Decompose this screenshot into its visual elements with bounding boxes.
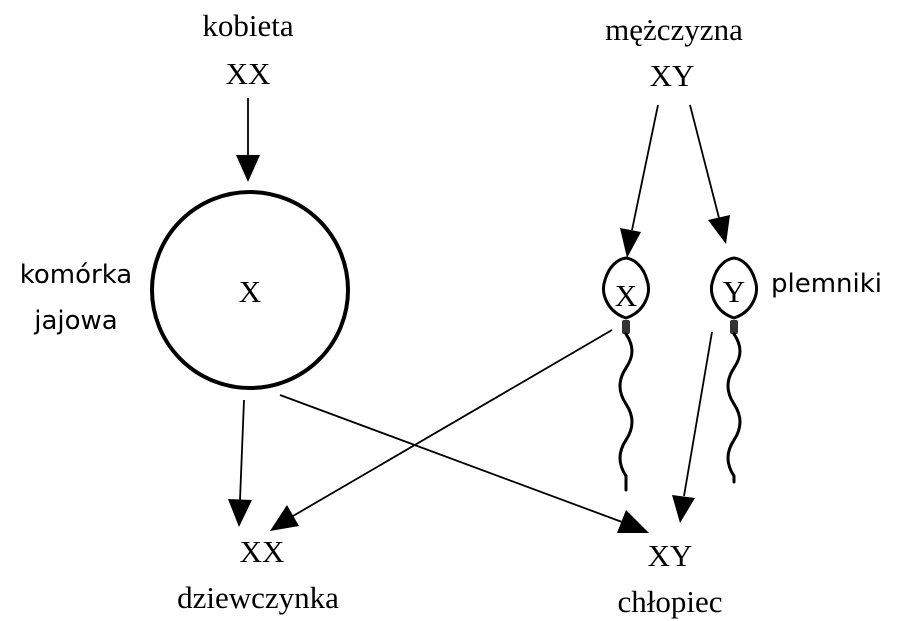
arrow-egg-to-boy <box>279 394 649 533</box>
egg-label-line2: jajowa <box>33 306 117 336</box>
offspring-girl: XX dziewczynka <box>177 534 339 615</box>
arrow-sperm-x-to-girl <box>270 329 613 531</box>
arrow-female-to-egg <box>236 98 260 182</box>
egg-cell: X <box>150 190 350 390</box>
girl-genotype: XX <box>240 534 285 569</box>
offspring-boy: XY chłopiec <box>617 538 722 619</box>
egg-chromosome: X <box>239 274 261 309</box>
boy-genotype: XY <box>648 538 693 573</box>
arrow-egg-to-girl <box>228 399 252 527</box>
sperm-y-midpiece <box>730 320 738 334</box>
female-genotype: XX <box>226 56 271 91</box>
arrow-male-to-sperm-x <box>620 104 659 258</box>
sperm-x: X <box>602 256 650 492</box>
female-parent: kobieta XX <box>202 8 293 91</box>
sperm-x-chromosome: X <box>615 278 637 313</box>
male-genotype: XY <box>650 58 695 93</box>
male-parent: mężczyzna XY <box>605 12 743 93</box>
sperm-label: plemniki <box>771 269 882 299</box>
female-label: kobieta <box>202 8 293 43</box>
arrow-male-to-sperm-y <box>689 104 730 244</box>
girl-label: dziewczynka <box>177 580 339 615</box>
male-label: mężczyzna <box>605 12 743 47</box>
boy-label: chłopiec <box>617 584 722 619</box>
sperm-y-head <box>710 256 758 320</box>
sperm-x-head <box>602 256 650 320</box>
arrow-sperm-y-to-boy <box>672 331 713 523</box>
sperm-y: Y <box>710 256 758 484</box>
sperm-x-midpiece <box>622 320 630 334</box>
sperm-x-tail <box>618 332 634 492</box>
sperm-y-tail <box>726 332 742 484</box>
egg-label-line1: komórka <box>20 260 133 290</box>
sperm-y-chromosome: Y <box>723 274 745 309</box>
egg-outline <box>150 190 350 390</box>
